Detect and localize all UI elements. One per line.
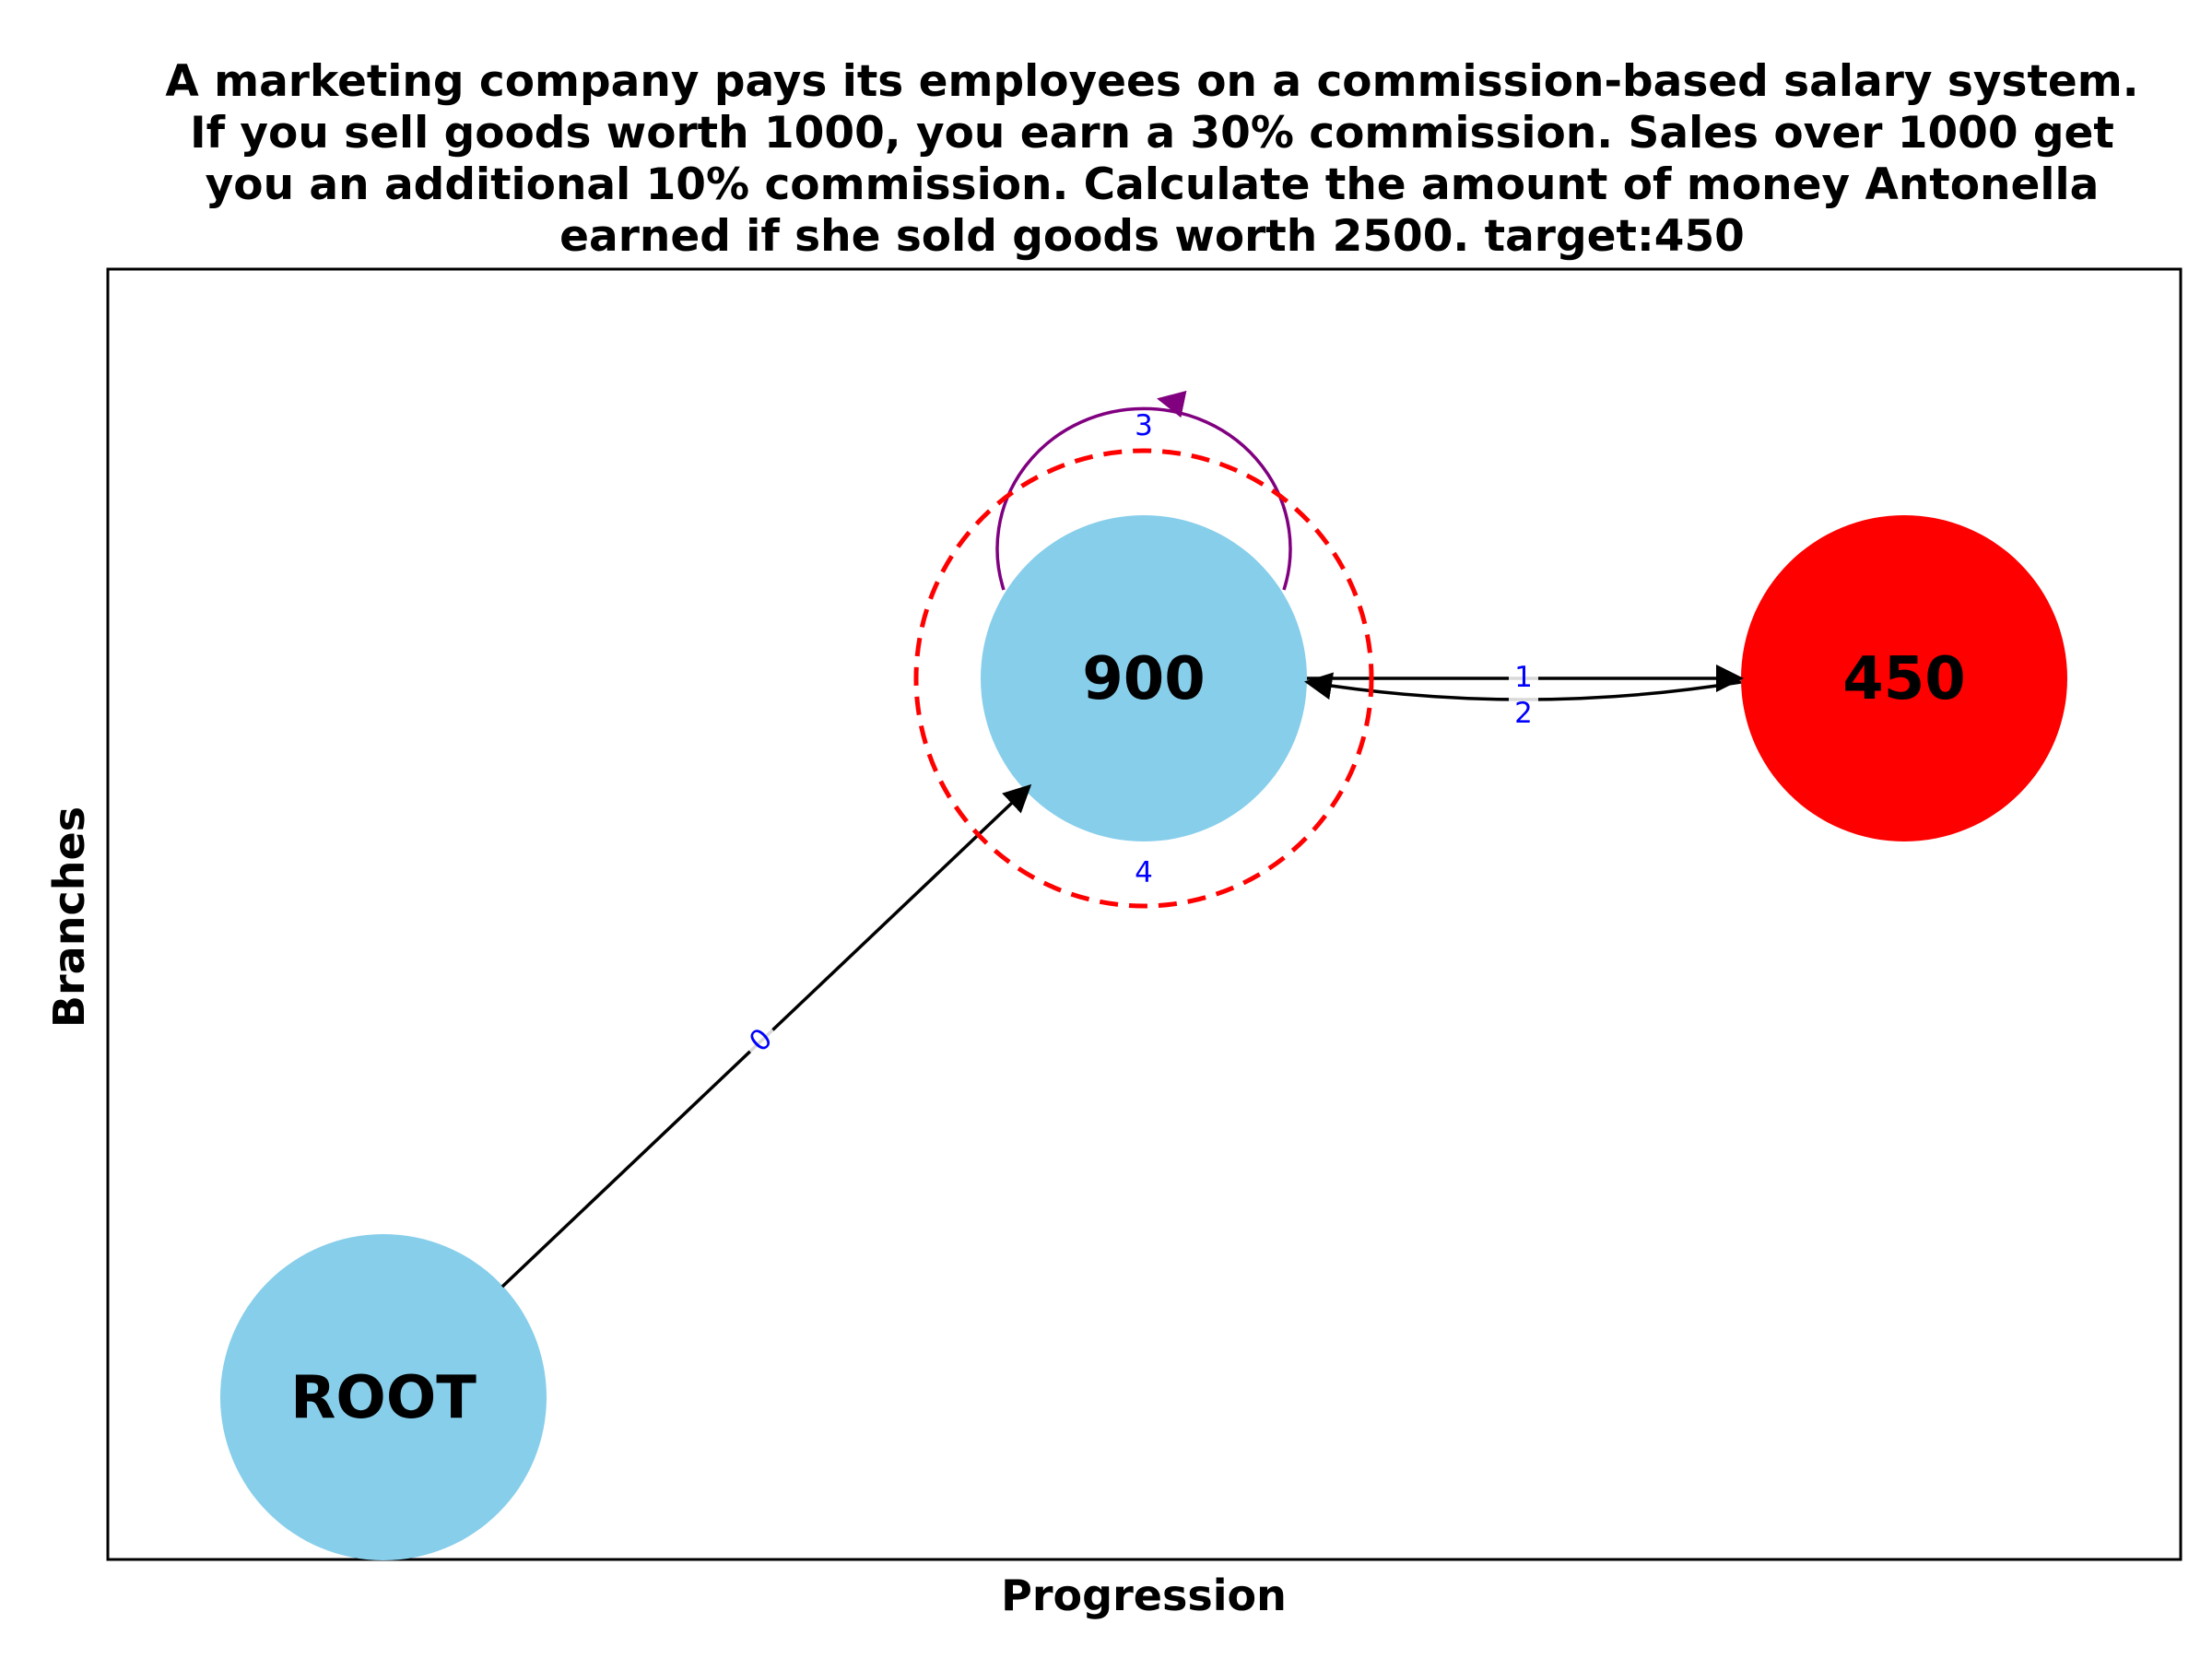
edge-label-1-bg	[1509, 661, 1538, 694]
edge-label-2: 2	[1514, 697, 1533, 730]
edge-label-1-group: 1	[1509, 661, 1538, 694]
node-900	[981, 515, 1307, 841]
plot-frame	[106, 267, 2183, 1561]
x-axis-label: Progression	[1001, 1571, 1287, 1620]
node-450-label: 450	[1842, 645, 1966, 713]
edge-3-loop	[995, 406, 1292, 591]
title-line-2: If you sell goods worth 1000, you earn a…	[190, 108, 2114, 159]
y-axis-label: Branches	[44, 806, 94, 1028]
node-root	[220, 1234, 547, 1560]
edge-4-dashed-ring	[913, 448, 1374, 909]
edge-label-0-bg	[735, 1015, 785, 1065]
edge-label-4: 4	[1135, 856, 1153, 889]
edge-label-2-group: 2	[1509, 697, 1538, 730]
title-line-4: earned if she sold goods worth 2500. tar…	[559, 211, 1745, 262]
title-line-3: you an additional 10% commission. Calcul…	[206, 159, 2100, 210]
node-900-label: 900	[1082, 645, 1206, 713]
node-450	[1741, 515, 2067, 841]
edge-label-1: 1	[1514, 661, 1533, 694]
node-root-label: ROOT	[290, 1364, 477, 1432]
diagram-title: A marketing company pays its employees o…	[165, 56, 2138, 262]
edge-label-3: 3	[1135, 409, 1153, 442]
title-line-1: A marketing company pays its employees o…	[165, 56, 2138, 107]
edge-label-2-bg	[1509, 697, 1538, 730]
edge-3-arrowhead	[1157, 390, 1187, 418]
